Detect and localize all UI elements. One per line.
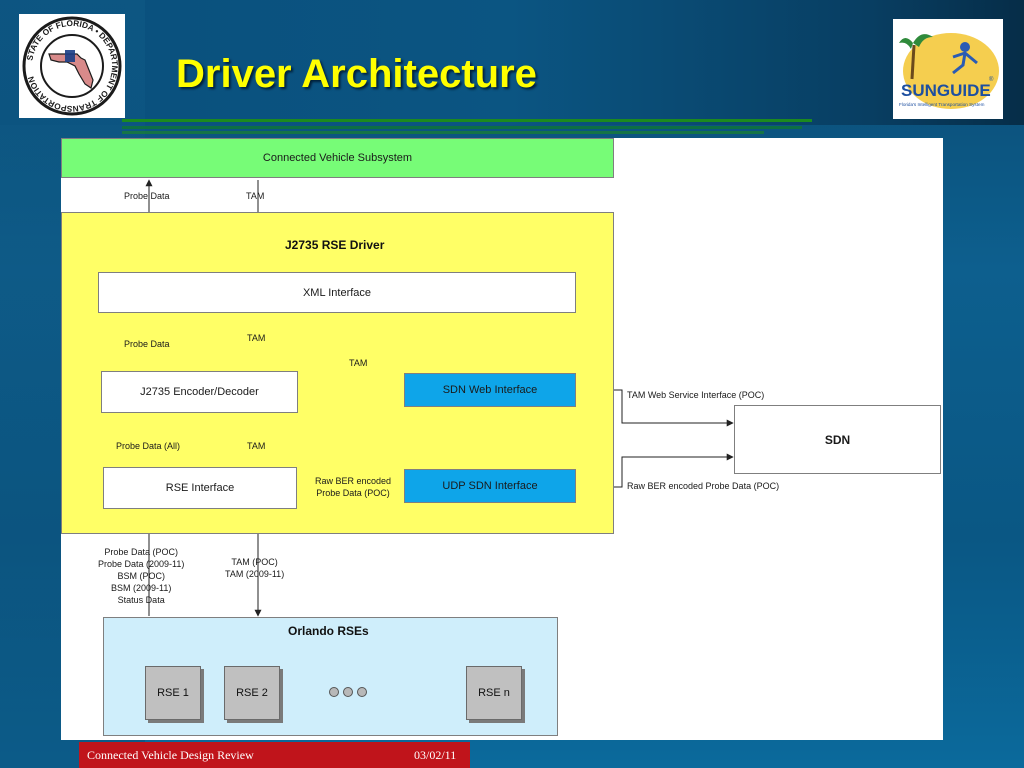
ellipsis-dot-1	[329, 687, 339, 697]
title-rule-2	[122, 126, 802, 129]
label-upstream-list: Probe Data (POC) Probe Data (2009-11) BS…	[98, 547, 185, 605]
label-tam-low: TAM	[247, 441, 266, 451]
fdot-seal-icon: STATE OF FLORIDA • DEPARTMENT OF TRANSPO…	[22, 16, 122, 116]
label-probe-all: Probe Data (All)	[116, 441, 181, 451]
fdot-logo: STATE OF FLORIDA • DEPARTMENT OF TRANSPO…	[19, 14, 125, 118]
footer-bar: Connected Vehicle Design Review 03/02/11	[79, 742, 470, 768]
sunguide-brand-text: SUNGUIDE	[901, 81, 991, 100]
label-downstream-list: TAM (POC) TAM (2009-11)	[225, 557, 285, 579]
rse-2-box: RSE 2	[224, 666, 280, 720]
rse-interface-box: RSE Interface	[103, 467, 297, 509]
label-tam-web: TAM	[349, 358, 368, 368]
sdn-box: SDN	[734, 405, 941, 474]
cv-subsystem-box: Connected Vehicle Subsystem	[61, 138, 614, 178]
slide-title: Driver Architecture	[176, 52, 537, 96]
orlando-rses-title: Orlando RSEs	[288, 624, 369, 638]
ellipsis-dot-2	[343, 687, 353, 697]
xml-interface-box: XML Interface	[98, 272, 576, 313]
label-probe-mid: Probe Data	[124, 339, 170, 349]
rse-1-box: RSE 1	[145, 666, 201, 720]
header-band	[0, 0, 1024, 125]
diagram-canvas: Connected Vehicle Subsystem J2735 RSE Dr…	[61, 138, 943, 740]
label-raw-ber-sdn: Raw BER encoded Probe Data (POC)	[627, 481, 780, 491]
footer-date: 03/02/11	[414, 748, 457, 762]
footer-left-text: Connected Vehicle Design Review	[87, 748, 254, 762]
label-tam-top: TAM	[246, 191, 265, 201]
title-rule-1	[122, 119, 812, 122]
udp-sdn-interface-box: UDP SDN Interface	[404, 469, 576, 503]
registered-mark: ®	[989, 76, 994, 83]
label-raw-ber: Raw BER encoded Probe Data (POC)	[315, 476, 392, 498]
sunguide-logo: SUNGUIDE ® Florida's Intelligent Transpo…	[893, 19, 1003, 119]
title-rule-3	[122, 131, 764, 134]
encoder-decoder-box: J2735 Encoder/Decoder	[101, 371, 298, 413]
label-tam-mid: TAM	[247, 333, 266, 343]
ellipsis-dot-3	[357, 687, 367, 697]
sunguide-palm-logo-icon: SUNGUIDE ® Florida's Intelligent Transpo…	[899, 33, 999, 109]
sunguide-tagline: Florida's Intelligent Transportation Sys…	[899, 102, 985, 107]
rse-n-box: RSE n	[466, 666, 522, 720]
label-probe-top: Probe Data	[124, 191, 170, 201]
sdn-web-interface-box: SDN Web Interface	[404, 373, 576, 407]
rse-driver-title: J2735 RSE Driver	[285, 238, 385, 252]
label-tam-web-service: TAM Web Service Interface (POC)	[627, 390, 765, 400]
